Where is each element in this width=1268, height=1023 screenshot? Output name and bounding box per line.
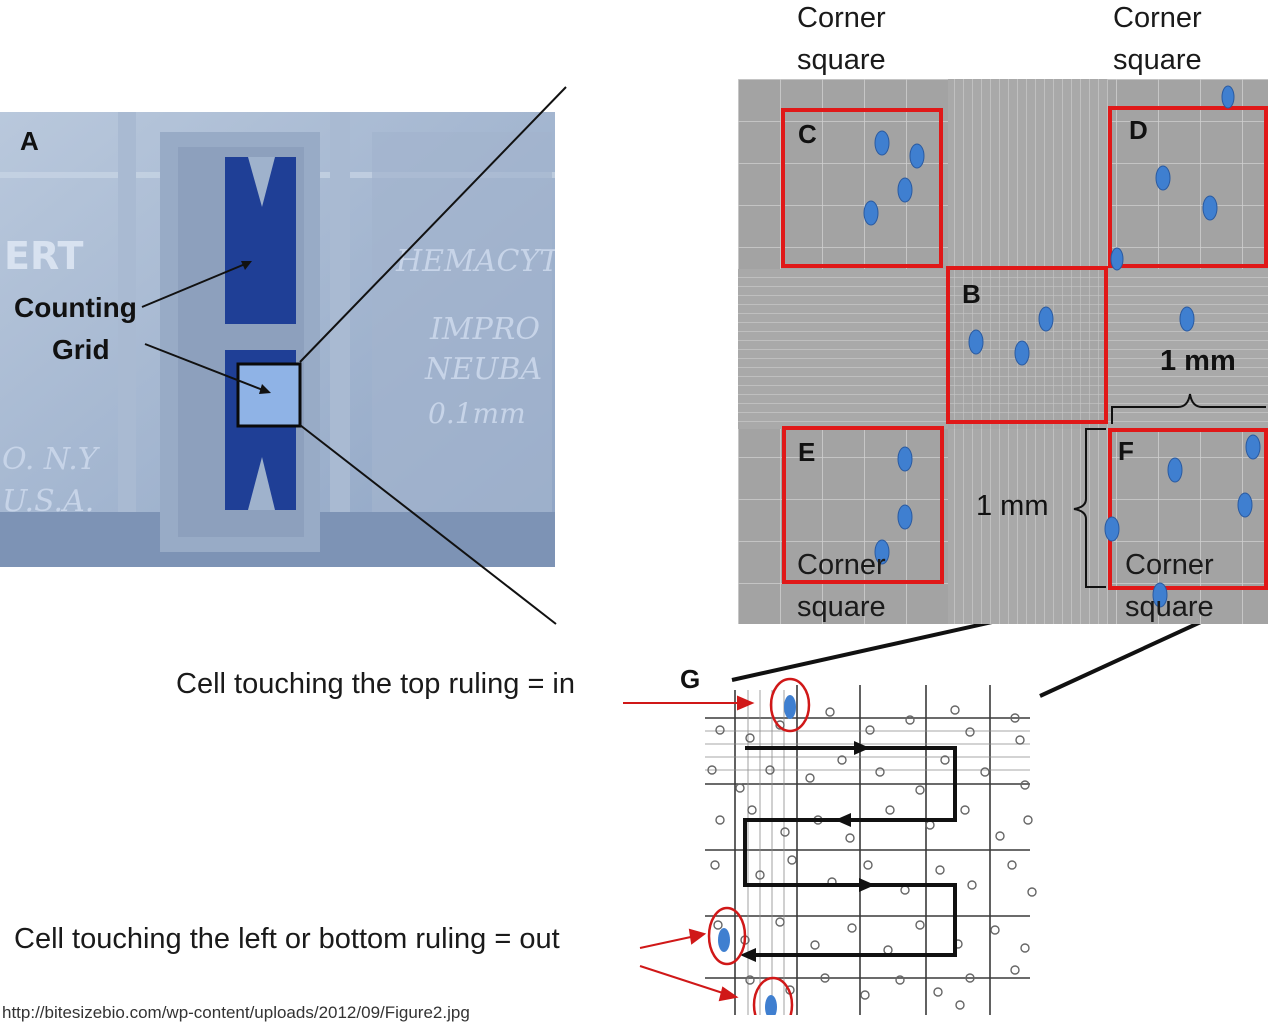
highlight-circle	[752, 976, 794, 1015]
path-arrow	[859, 878, 875, 892]
cell	[874, 130, 890, 156]
cell-out	[718, 928, 730, 952]
cell	[1237, 492, 1253, 518]
cell	[968, 329, 984, 355]
path-arrow	[854, 741, 870, 755]
cells	[863, 85, 1266, 608]
square-b	[946, 266, 1108, 424]
arrow-out-bottom	[639, 965, 733, 997]
cell	[1155, 165, 1171, 191]
cell	[1245, 434, 1261, 460]
square-c	[781, 108, 943, 268]
arrow-out-left-head	[688, 928, 707, 945]
hemocytometer-photo-drawing	[0, 112, 555, 567]
dimension-label-horizontal: 1 mm	[1160, 345, 1236, 377]
arrow-in-head	[737, 695, 755, 711]
corner-square-label: Corner	[797, 2, 886, 34]
cell	[1179, 306, 1195, 332]
dimension-brace-horizontal	[1111, 393, 1266, 424]
corner-square-label: square	[797, 591, 886, 623]
square-f	[1108, 428, 1268, 590]
cell	[1167, 457, 1183, 483]
zoom-line-bottom	[299, 424, 557, 625]
hemocytometer-grid: C D B E F	[738, 79, 1268, 624]
path-arrow	[740, 948, 756, 962]
slide-engraving: IMPRO	[430, 312, 540, 347]
slide-engraving: 0.1mm	[428, 397, 526, 430]
cell	[1038, 306, 1054, 332]
counting-detail	[705, 677, 1037, 1015]
cell	[1221, 85, 1235, 109]
cell	[897, 177, 913, 203]
dimension-label-vertical: 1 mm	[976, 490, 1049, 522]
square-letter-b: B	[962, 279, 981, 309]
highlight-circle	[769, 677, 811, 733]
square-letter-e: E	[798, 437, 816, 467]
slide-engraving: U.S.A.	[2, 484, 95, 519]
counting-grid-label: Counting	[14, 292, 137, 323]
corner-square-label: Corner	[1113, 2, 1202, 34]
highlight-circle	[707, 906, 747, 966]
cell	[909, 143, 925, 169]
corner-square-label: Corner	[1125, 549, 1214, 581]
dimension-brace-vertical	[1073, 428, 1106, 588]
slide-engraving: NEUBA	[425, 352, 543, 387]
rule-out-label: Cell touching the left or bottom ruling …	[14, 923, 560, 955]
arrow-out-left	[639, 934, 701, 949]
panel-g-letter: G	[680, 664, 701, 694]
corner-square-label: Corner	[797, 549, 886, 581]
cell	[874, 539, 890, 565]
cell	[1014, 340, 1030, 366]
path-arrow	[835, 813, 851, 827]
slide-engraving: O. N.Y	[2, 442, 98, 477]
grid-lines	[738, 79, 1268, 624]
slide-engraving: HEMACYTO	[396, 244, 555, 279]
square-d	[1108, 106, 1268, 268]
corner-square-label: square	[1125, 591, 1214, 623]
slide-engraving: ERT	[4, 234, 84, 278]
square-e	[782, 426, 944, 584]
cell-out	[765, 995, 777, 1015]
zoom-line-top	[299, 86, 567, 363]
cell	[1104, 516, 1120, 542]
cell	[1152, 582, 1168, 608]
panel-a-letter: A	[20, 126, 39, 156]
rule-in-label: Cell touching the top ruling = in	[176, 668, 576, 700]
cell	[863, 200, 879, 226]
square-letter-d: D	[1129, 115, 1148, 145]
cell	[897, 446, 913, 472]
corner-square-label: square	[797, 44, 886, 76]
square-letter-c: C	[798, 119, 817, 149]
cell	[1110, 247, 1124, 271]
hemocytometer-photo: A ERT HEMACYTO IMPRO NEUBA 0.1mm O. N.Y …	[0, 112, 555, 567]
cell	[1202, 195, 1218, 221]
corner-square-label: square	[1113, 44, 1202, 76]
cell	[897, 504, 913, 530]
arrow-out-bottom-head	[718, 986, 739, 1002]
counting-path	[743, 746, 957, 957]
counting-grid-label: Grid	[52, 334, 110, 365]
square-letter-f: F	[1118, 436, 1134, 466]
cell-in	[784, 695, 796, 719]
source-url: http://bitesizebio.com/wp-content/upload…	[2, 1003, 470, 1022]
